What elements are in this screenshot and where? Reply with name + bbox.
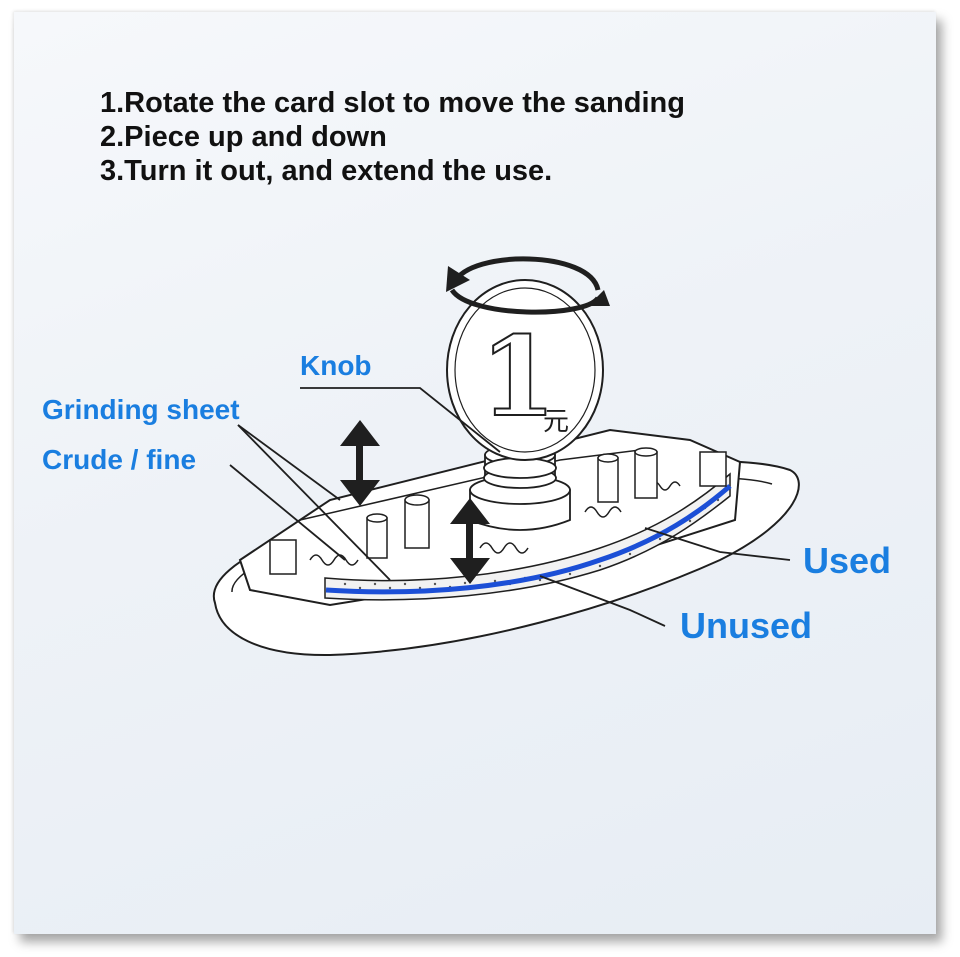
instruction-step-1: 1.Rotate the card slot to move the sandi… <box>100 87 685 119</box>
instruction-step-2: 2.Piece up and down <box>100 121 387 153</box>
label-crude-fine: Crude / fine <box>42 444 197 475</box>
leader-lines <box>229 387 791 627</box>
instruction-list: 1.Rotate the card slot to move the sandi… <box>100 86 685 188</box>
posts <box>269 447 727 575</box>
up-down-arrow-icon <box>340 420 490 584</box>
coin-numeral: 1 <box>480 312 557 441</box>
instruction-step-3: 3.Turn it out, and extend the use. <box>100 155 553 187</box>
rotate-arrowheads <box>446 266 610 306</box>
grinding-strip <box>324 472 731 601</box>
coin-currency: 元 <box>543 407 569 437</box>
label-unused: Unused <box>680 605 813 646</box>
springs <box>309 481 681 566</box>
coin-icon: 1 元 <box>446 279 604 461</box>
knob-assembly <box>469 444 571 531</box>
blue-stripe <box>325 484 732 595</box>
label-grinding-sheet: Grinding sheet <box>42 394 240 425</box>
housing-top-edge <box>299 449 641 521</box>
rotate-arrow-icon <box>449 256 601 315</box>
label-used: Used <box>803 540 892 581</box>
label-knob: Knob <box>300 350 372 381</box>
